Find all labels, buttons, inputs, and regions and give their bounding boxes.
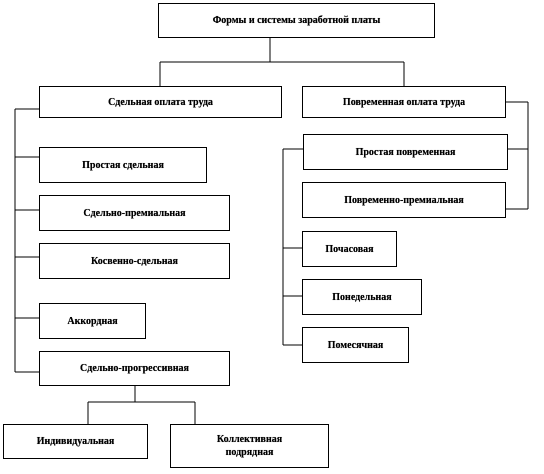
- piece-progressive-label: Сдельно-прогрессивная: [80, 363, 189, 374]
- lump-sum-box: Аккордная: [39, 303, 146, 339]
- piece-bonus-label: Сдельно-премиальная: [83, 207, 186, 219]
- hourly-box: Почасовая: [302, 231, 397, 267]
- piece-rate-label: Сдельная оплата труда: [108, 96, 213, 108]
- collective-contract-box: Коллективная подрядная: [170, 424, 329, 468]
- simple-piece-box: Простая сдельная: [39, 147, 207, 183]
- weekly-label: Понедельная: [332, 291, 392, 303]
- simple-time-box: Простая повременная: [303, 134, 508, 170]
- monthly-label: Помесячная: [327, 339, 384, 351]
- root-box: Формы и системы заработной платы: [158, 3, 435, 38]
- simple-time-label: Простая повременная: [355, 146, 456, 158]
- indirect-piece-label: Косвенно-сдельная: [91, 255, 178, 267]
- lump-sum-label: Аккордная: [67, 315, 118, 327]
- individual-box: Индивидуальная: [3, 424, 148, 459]
- monthly-box: Помесячная: [302, 327, 409, 363]
- weekly-box: Понедельная: [302, 279, 422, 315]
- indirect-piece-box: Косвенно-сдельная: [39, 243, 230, 279]
- piece-bonus-box: Сдельно-премиальная: [39, 195, 230, 231]
- collective-contract-label: Коллективная подрядная: [216, 434, 283, 458]
- simple-piece-label: Простая сдельная: [82, 159, 164, 171]
- time-rate-box: Повременная оплата труда: [302, 86, 506, 118]
- time-rate-label: Повременная оплата труда: [342, 96, 466, 108]
- hourly-label: Почасовая: [325, 243, 374, 255]
- time-bonus-label: Повременно-премиальная: [344, 194, 464, 206]
- piece-rate-box: Сдельная оплата труда: [39, 86, 282, 118]
- root-label: Формы и системы заработной платы: [212, 15, 381, 26]
- time-bonus-box: Повременно-премиальная: [302, 182, 506, 218]
- individual-label: Индивидуальная: [36, 436, 115, 447]
- piece-progressive-box: Сдельно-прогрессивная: [39, 351, 230, 386]
